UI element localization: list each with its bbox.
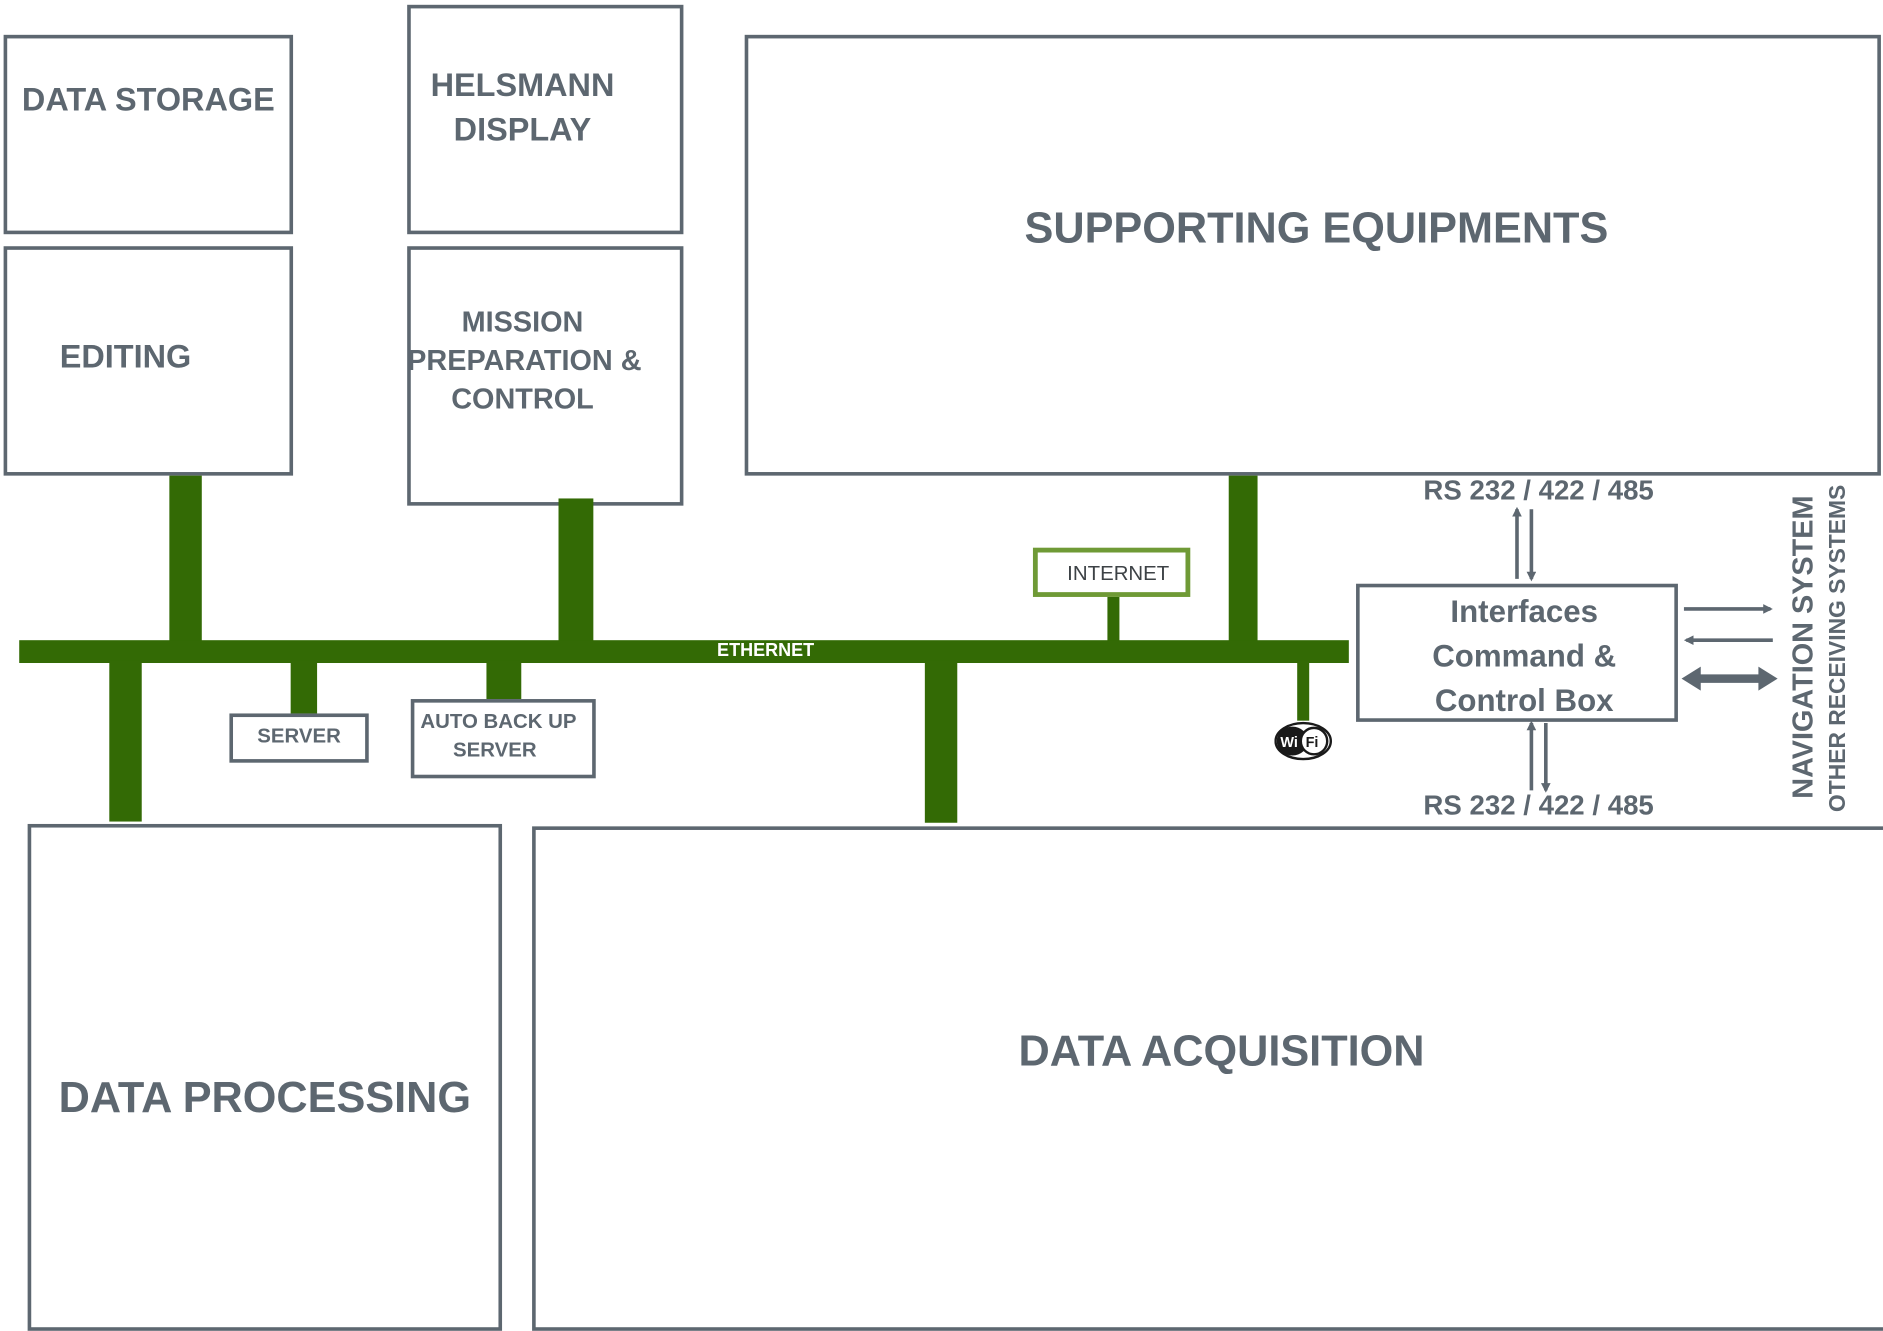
interfaces-label-line2: Command & xyxy=(1432,637,1617,674)
data-storage-block xyxy=(3,34,294,235)
editing-block xyxy=(3,246,294,476)
server-drop xyxy=(290,660,318,716)
mission-label-line1: MISSION xyxy=(461,306,584,339)
server-label: SERVER xyxy=(257,724,341,748)
bidirectional-head-right xyxy=(1758,666,1778,691)
backup-label-line2: SERVER xyxy=(453,738,537,762)
wifi-icon: Wi Fi xyxy=(1274,721,1333,762)
auto-backup-server-box xyxy=(410,699,596,779)
mission-label-line2: PREPARATION & xyxy=(407,344,642,378)
serial-bottom-label: RS 232 / 422 / 485 xyxy=(1423,789,1654,821)
interfaces-label-line1: Interfaces xyxy=(1450,593,1598,630)
interfaces-control-box xyxy=(1356,583,1678,722)
data-acquisition-label: DATA ACQUISITION xyxy=(1018,1025,1425,1075)
data-processing-drop xyxy=(109,660,142,822)
serial-top-label: RS 232 / 422 / 485 xyxy=(1423,474,1654,506)
mission-preparation-block xyxy=(407,246,684,506)
mission-label-line3: CONTROL xyxy=(451,383,594,416)
helsmann-display-block xyxy=(407,4,684,235)
supporting-equipments-block xyxy=(744,34,1881,476)
wifi-text-left: Wi xyxy=(1280,735,1297,751)
supporting-equipments-label: SUPPORTING EQUIPMENTS xyxy=(1024,202,1609,253)
data-acquisition-block xyxy=(532,826,1883,1331)
other-receiving-systems-label: OTHER RECEIVING SYSTEMS xyxy=(1825,484,1851,812)
data-processing-block xyxy=(27,823,503,1331)
navigation-system-label: NAVIGATION SYSTEM xyxy=(1787,495,1820,799)
ethernet-label: ETHERNET xyxy=(717,640,815,661)
data-processing-label: DATA PROCESSING xyxy=(58,1072,472,1122)
helsmann-display-label-line1: HELSMANN xyxy=(430,67,615,104)
supporting-equipments-drop xyxy=(1228,475,1258,648)
internet-label: INTERNET xyxy=(1067,562,1170,585)
internet-drop xyxy=(1107,596,1120,645)
ethernet-bus xyxy=(19,640,1349,664)
backup-label-line1: AUTO BACK UP xyxy=(420,709,577,733)
helsmann-display-label-line2: DISPLAY xyxy=(453,111,592,148)
wifi-text-right: Fi xyxy=(1306,735,1319,751)
interfaces-label-line3: Control Box xyxy=(1434,682,1614,719)
data-acquisition-drop xyxy=(924,660,958,823)
backup-server-drop xyxy=(486,660,522,702)
bidirectional-head-left xyxy=(1681,666,1701,691)
mission-drop xyxy=(558,498,594,648)
server-box xyxy=(229,713,369,763)
internet-box xyxy=(1032,547,1191,597)
wifi-drop xyxy=(1297,660,1310,721)
editing-label: EDITING xyxy=(59,338,192,375)
editing-drop xyxy=(169,475,202,648)
data-storage-label: DATA STORAGE xyxy=(21,81,275,118)
